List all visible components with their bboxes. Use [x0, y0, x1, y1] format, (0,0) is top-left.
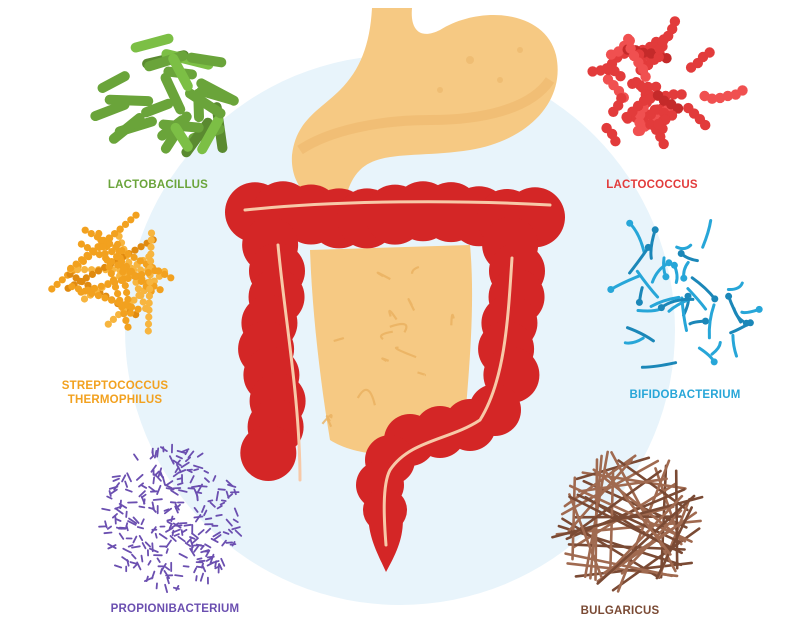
- lactococcus-cluster: [587, 16, 748, 150]
- lactobacillus-cluster: [90, 33, 239, 158]
- stomach: [291, 8, 558, 205]
- label-lactobacillus: LACTOBACILLUS: [107, 179, 209, 191]
- label-line-2: THERMOPHILUS: [67, 394, 163, 406]
- label-bulgaricus: BULGARICUS: [580, 605, 660, 617]
- bulgaricus-cluster: [551, 450, 704, 593]
- propionibacterium-cluster: [98, 443, 243, 593]
- label-streptococcus-thermophilus: STREPTOCOCCUS THERMOPHILUS: [30, 379, 200, 407]
- label-propionibacterium: PROPIONIBACTERIUM: [110, 603, 240, 615]
- label-bifidobacterium: BIFIDOBACTERIUM: [629, 389, 741, 401]
- small-intestine: [310, 245, 473, 455]
- label-lactococcus: LACTOCOCCUS: [606, 179, 698, 191]
- large-intestine: [225, 181, 565, 572]
- streptococcus-cluster: [48, 211, 175, 335]
- label-line-1: STREPTOCOCCUS: [61, 380, 169, 392]
- bifidobacterium-cluster: [607, 219, 763, 369]
